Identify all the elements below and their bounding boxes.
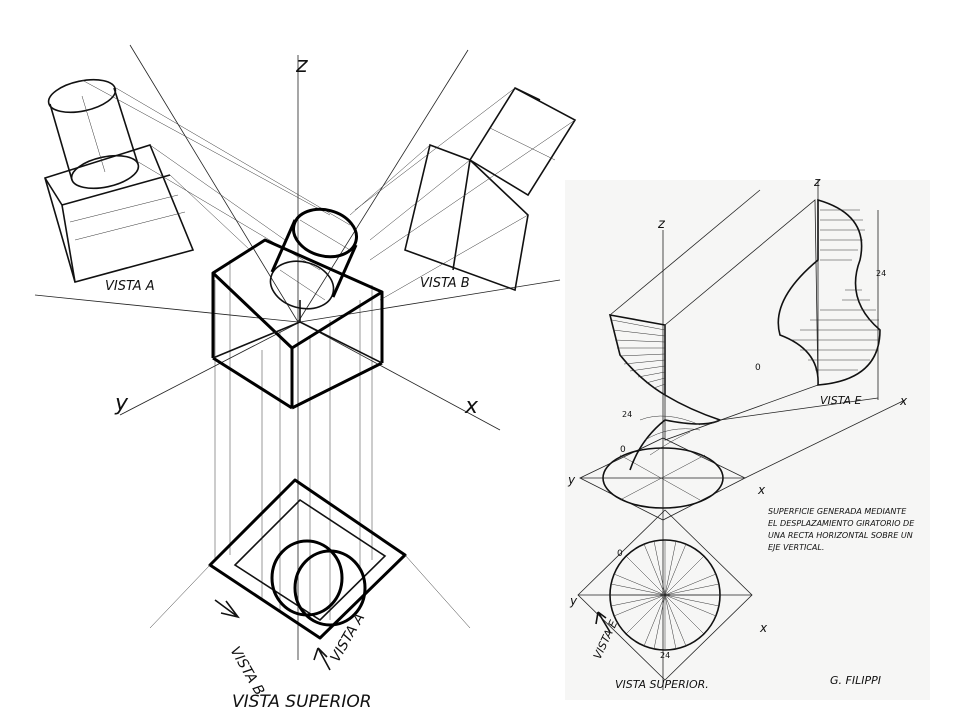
number-24-a: 24 [876,269,886,278]
number-0-a: 0 [755,363,761,373]
vista-b-bottom-label: VISTA B [227,644,268,698]
right-axis-y-low: y [569,594,578,608]
cube-cylinder-bottom [269,260,335,310]
author-signature: G. FILIPPI [830,674,881,687]
right-axis-z-top: z [813,175,821,189]
note-line-1: SUPERFICIE GENERADA MEDIANTE [768,507,907,516]
right-axis-y-mid: y [567,473,576,487]
axis-y-label: y [114,391,129,416]
axis-x-label: x [464,394,479,419]
left-isometric-drawing: z y x VISTA A VISTA B VISTA B VISTA A VI… [34,44,577,712]
vista-e-profile [777,198,881,386]
left-caption: VISTA SUPERIOR [232,692,372,712]
right-sheet [565,180,930,700]
right-axis-x-right: x [899,394,908,408]
right-caption: VISTA SUPERIOR. [615,678,709,691]
vista-e-label: VISTA E [820,394,861,407]
note-line-4: EJE VERTICAL. [768,543,824,552]
superior-circle-b [293,549,367,627]
surface-note: SUPERFICIE GENERADA MEDIANTE EL DESPLAZA… [768,507,915,552]
x-axis-line [299,321,501,431]
vista-b-face [404,143,529,292]
vista-e-bottom-label: VISTA E [591,618,620,661]
y-axis-lower [119,321,301,416]
vista-e-hatching [790,209,880,371]
vista-b-block [404,86,577,292]
upper-projection-frame [664,199,819,441]
vista-a-block [44,78,195,283]
right-axis-x-mid: x [757,483,766,497]
vista-a-label: VISTA A [105,279,155,294]
right-helicoid-drawing: z z y x y x x VISTA E VISTA E VISTA SUPE… [567,175,915,691]
vista-b-label: VISTA B [420,276,470,291]
right-axis-x-low: x [759,621,768,635]
note-line-2: EL DESPLAZAMIENTO GIRATORIO DE [768,519,915,528]
axis-z-label: z [295,53,308,78]
note-line-3: UNA RECTA HORIZONTAL SOBRE UN [768,531,913,540]
guide-line-a [129,44,299,323]
arrow-vista-a-icon [313,647,331,671]
central-cube [211,207,384,410]
vista-superior-square [149,478,471,640]
number-0-c: 0 [617,549,623,559]
y-axis-upper [34,294,299,323]
number-0-b: 0 [620,445,626,455]
arrow-vista-b-icon [214,599,240,619]
right-axis-z-upper: z [657,217,666,232]
cube-top-face [211,238,384,350]
number-24-c: 24 [660,651,670,660]
superior-square-outline [208,478,407,640]
helicoid-hatching [611,319,666,389]
vista-a-cylinder-top [47,78,117,114]
number-24-b: 24 [622,410,632,419]
vista-b-prism [468,86,577,197]
helicoid-twist [629,394,723,471]
arrow-vista-e-icon [595,611,611,633]
